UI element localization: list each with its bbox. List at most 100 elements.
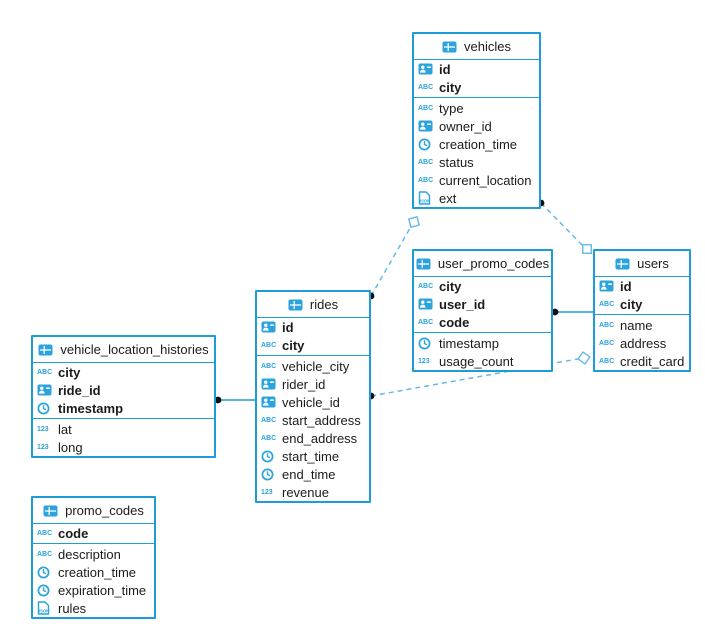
field-name: credit_card: [620, 353, 685, 369]
field-name: expiration_time: [58, 582, 147, 598]
field-name: current_location: [439, 172, 532, 188]
relationship-line-rides-vehicles[interactable]: [370, 222, 414, 297]
field-row: ABC credit_card: [595, 352, 689, 370]
field-name: creation_time: [58, 564, 137, 580]
field-row: user_id: [414, 295, 551, 313]
field-name: city: [58, 364, 81, 380]
field-row: id: [595, 277, 689, 295]
timestamp-icon: [261, 468, 278, 481]
field-name: timestamp: [58, 400, 124, 416]
field-row: end_time: [257, 465, 369, 483]
timestamp-icon: [418, 337, 435, 350]
timestamp-icon: [418, 138, 435, 151]
field-row: ABC city: [595, 295, 689, 313]
field-name: address: [620, 335, 667, 351]
pk-separator: [595, 314, 689, 315]
field-name: description: [58, 546, 121, 562]
field-row: JSON rules: [33, 599, 154, 617]
field-row: timestamp: [414, 334, 551, 352]
field-name: creation_time: [439, 136, 518, 152]
field-row: ABC start_address: [257, 411, 369, 429]
varchar-icon: ABC: [599, 300, 615, 308]
field-name: lat: [58, 421, 72, 437]
table-title: vehicles: [464, 39, 511, 54]
number-icon: 123: [37, 425, 49, 433]
id-badge-icon: [37, 384, 54, 396]
field-row: ABC end_address: [257, 429, 369, 447]
field-row: ride_id: [33, 381, 214, 399]
field-name: timestamp: [439, 335, 499, 351]
field-row: 123 long: [33, 438, 214, 456]
field-row: ABC current_location: [414, 171, 539, 189]
varchar-icon: ABC: [418, 83, 434, 91]
table-title: vehicle_location_histories: [60, 342, 209, 357]
table-header[interactable]: rides: [257, 292, 369, 318]
number-icon: 123: [418, 357, 430, 365]
json-icon: JSON: [418, 191, 435, 205]
table-header[interactable]: user_promo_codes: [414, 251, 551, 277]
id-badge-icon: [418, 298, 435, 310]
field-name: usage_count: [439, 353, 514, 369]
varchar-icon: ABC: [418, 282, 434, 290]
relationship-diamond-marker: [407, 215, 421, 229]
field-name: vehicle_id: [282, 394, 340, 410]
field-name: code: [58, 525, 89, 541]
table-card-users[interactable]: users id ABC city ABC name ABC address A…: [593, 249, 691, 372]
field-name: ride_id: [58, 382, 101, 398]
table-card-rides[interactable]: rides id ABC city ABC vehicle_city rider…: [255, 290, 371, 503]
field-row: ABC city: [257, 336, 369, 354]
field-name: revenue: [282, 484, 329, 500]
table-header[interactable]: vehicle_location_histories: [33, 337, 214, 363]
relationship-line-vehicles-users[interactable]: [540, 202, 587, 250]
field-row: ABC code: [414, 313, 551, 331]
field-row: id: [414, 60, 539, 78]
table-card-vehicles[interactable]: vehicles id ABC city ABC type owner_id c…: [412, 32, 541, 209]
timestamp-icon: [37, 584, 54, 597]
table-card-vehicle-location-histories[interactable]: vehicle_location_histories ABC city ride…: [31, 335, 216, 458]
svg-text:JSON: JSON: [419, 198, 430, 203]
field-name: id: [439, 61, 451, 77]
field-name: city: [620, 296, 643, 312]
table-header[interactable]: promo_codes: [33, 498, 154, 524]
field-name: end_time: [282, 466, 336, 482]
id-badge-icon: [261, 396, 278, 408]
pk-separator: [33, 418, 214, 419]
field-name: owner_id: [439, 118, 492, 134]
table-header[interactable]: vehicles: [414, 34, 539, 60]
table-card-promo-codes[interactable]: promo_codes ABC code ABC description cre…: [31, 496, 156, 619]
field-name: name: [620, 317, 653, 333]
varchar-icon: ABC: [37, 368, 53, 376]
field-row: ABC type: [414, 99, 539, 117]
field-row: ABC name: [595, 316, 689, 334]
relationship-diamond-marker: [577, 351, 591, 365]
table-icon: [615, 258, 632, 270]
id-badge-icon: [261, 321, 278, 333]
varchar-icon: ABC: [418, 104, 434, 112]
field-row: start_time: [257, 447, 369, 465]
relationship-diamond-marker: [581, 243, 593, 255]
table-icon: [442, 41, 459, 53]
pk-separator: [33, 543, 154, 544]
table-title: rides: [309, 297, 339, 312]
table-card-user-promo-codes[interactable]: user_promo_codes ABC city user_id ABC co…: [412, 249, 553, 372]
field-row: creation_time: [414, 135, 539, 153]
varchar-icon: ABC: [599, 321, 615, 329]
table-header[interactable]: users: [595, 251, 689, 277]
field-name: ext: [439, 190, 457, 206]
number-icon: 123: [261, 488, 273, 496]
timestamp-icon: [37, 402, 54, 415]
field-name: code: [439, 314, 470, 330]
field-row: vehicle_id: [257, 393, 369, 411]
varchar-icon: ABC: [261, 434, 277, 442]
pk-separator: [414, 332, 551, 333]
id-badge-icon: [599, 280, 616, 292]
varchar-icon: ABC: [37, 529, 53, 537]
table-icon: [43, 505, 60, 517]
field-row: ABC code: [33, 524, 154, 542]
varchar-icon: ABC: [599, 357, 615, 365]
timestamp-icon: [261, 450, 278, 463]
field-name: rules: [58, 600, 87, 616]
field-row: timestamp: [33, 399, 214, 417]
pk-separator: [414, 97, 539, 98]
